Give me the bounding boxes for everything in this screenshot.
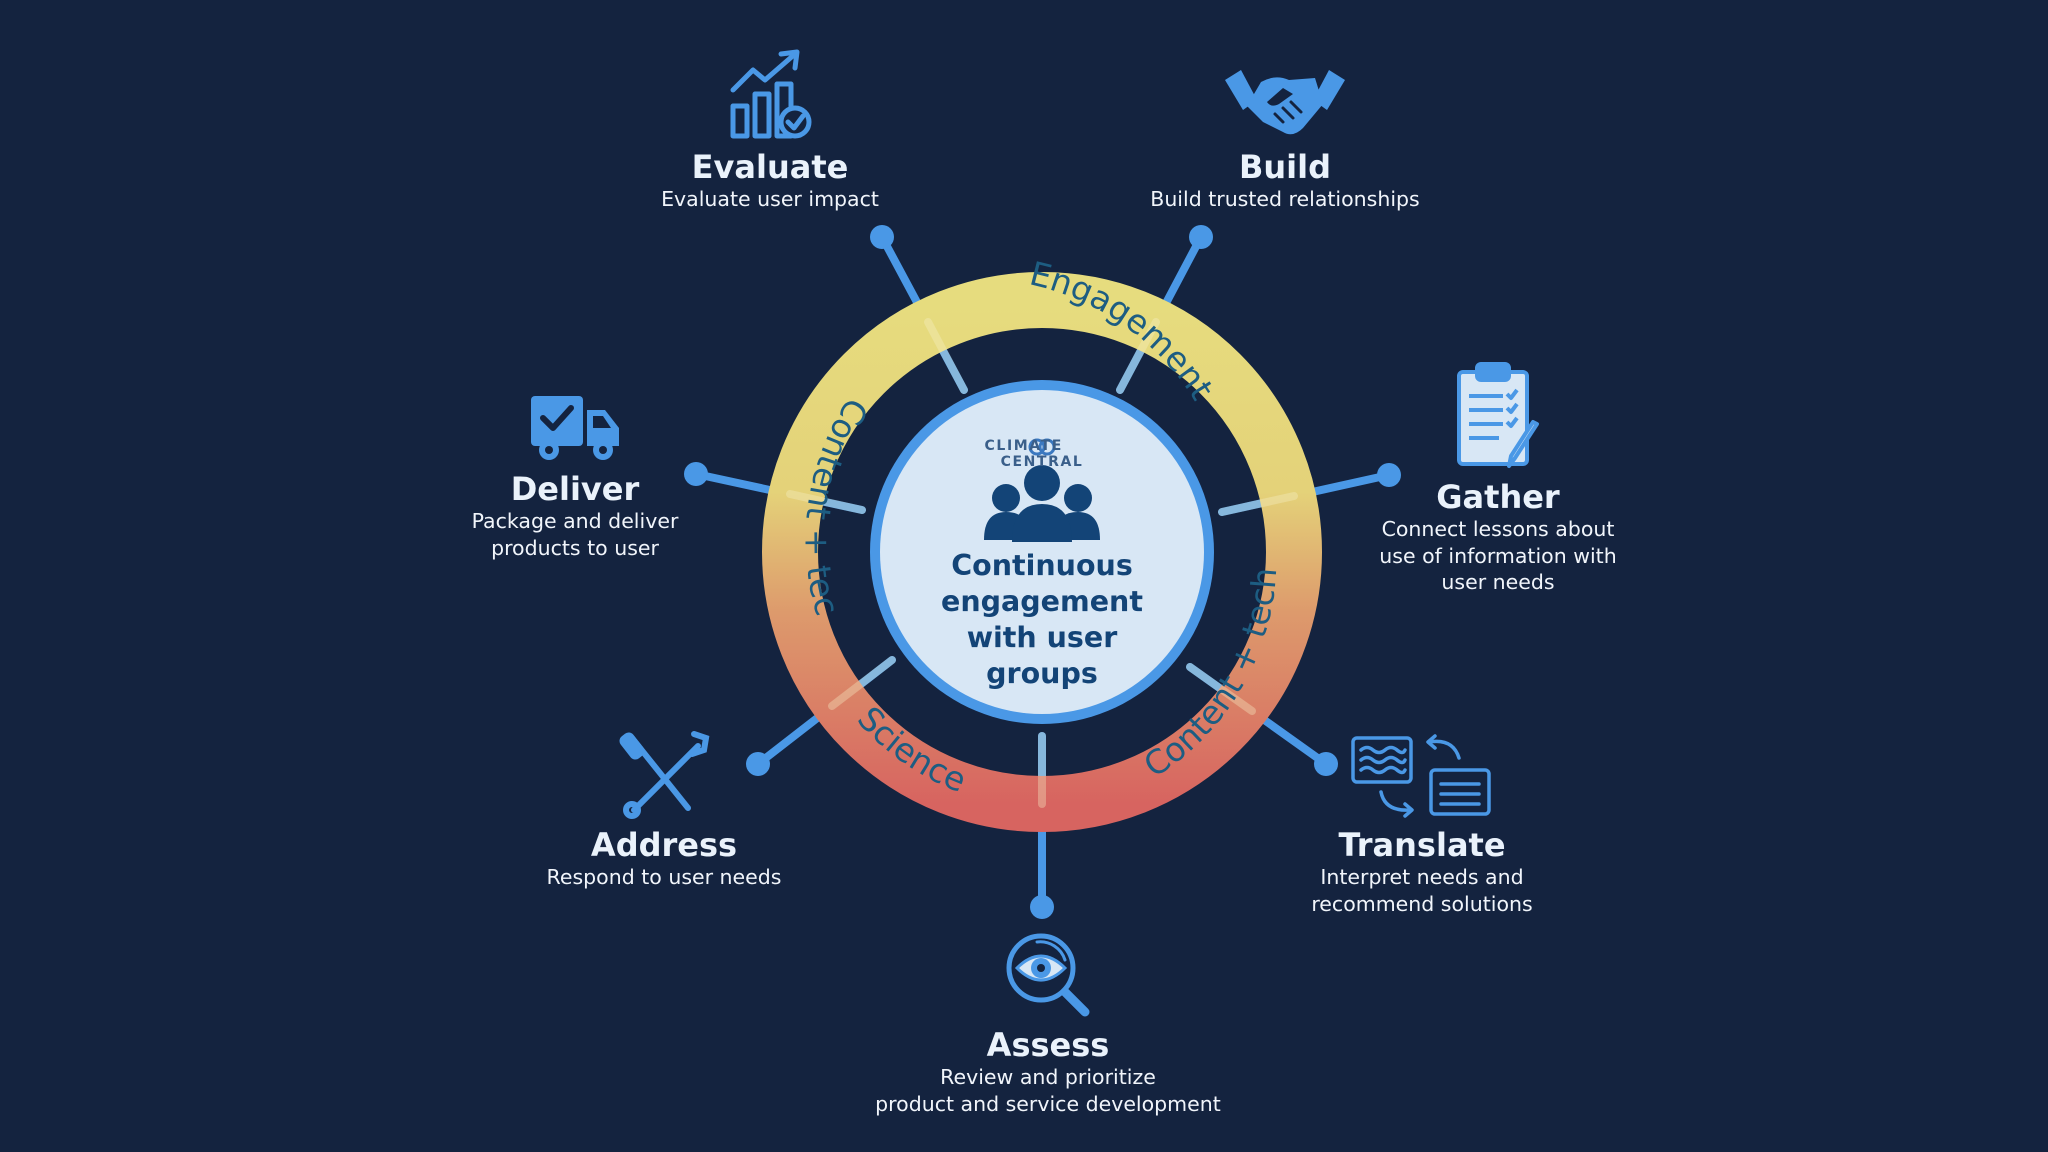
node-title: Deliver [510,470,640,508]
node-title: Translate [1338,826,1506,864]
brand-logo-icon [1028,438,1056,456]
node-build: Build Build trusted relationships [1075,66,1495,213]
center-disc [880,390,1204,714]
growth-chart-icon [730,49,812,139]
node-evaluate: Evaluate Evaluate user impact [560,48,980,213]
user-group-icon [984,465,1100,542]
node-title: Build [1238,148,1331,186]
eye-magnifier-icon [1006,933,1090,1017]
translate-docs-icon [1351,734,1491,818]
node-deliver: Deliver Package and deliver products to … [365,392,785,561]
brand-name-left: CLIMATE [984,438,1063,454]
spokes-overlay [786,318,1298,808]
outer-ring [762,272,1322,832]
dot-gather [1377,463,1401,487]
dot-address [746,752,770,776]
node-title: Evaluate [691,148,849,186]
dot-deliver [684,462,708,486]
clipboard-icon [1457,362,1539,468]
handshake-icon [1225,70,1345,135]
node-description: Package and deliver products to user [471,509,679,560]
dot-build [1189,225,1213,249]
node-description: Evaluate user impact [661,187,879,211]
dot-evaluate [870,225,894,249]
node-title: Assess [986,1026,1110,1064]
brand-name: CLIMATE CENTRAL [942,438,1142,470]
node-description: Connect lessons about use of information… [1379,517,1617,594]
node-translate: Translate Interpret needs and recommend … [1212,734,1632,917]
tools-icon [619,731,710,819]
node-description: Respond to user needs [546,865,782,889]
brand-name-right: CENTRAL [1000,454,1084,470]
node-description: Interpret needs and recommend solutions [1311,865,1533,916]
node-title: Address [590,826,738,864]
node-gather: Gather Connect lessons about use of info… [1288,362,1708,596]
dot-assess [1030,895,1054,919]
node-assess: Assess Review and prioritize product and… [848,930,1248,1117]
node-description: Review and prioritize product and servic… [875,1065,1221,1116]
node-title: Gather [1436,478,1560,516]
dot-translate [1314,752,1338,776]
center-title: Continuous engagement with user groups [941,549,1143,690]
spoke-dots [684,225,1401,919]
node-description: Build trusted relationships [1150,187,1420,211]
node-address: Address Respond to user needs [454,728,874,891]
delivery-truck-icon [531,396,619,460]
